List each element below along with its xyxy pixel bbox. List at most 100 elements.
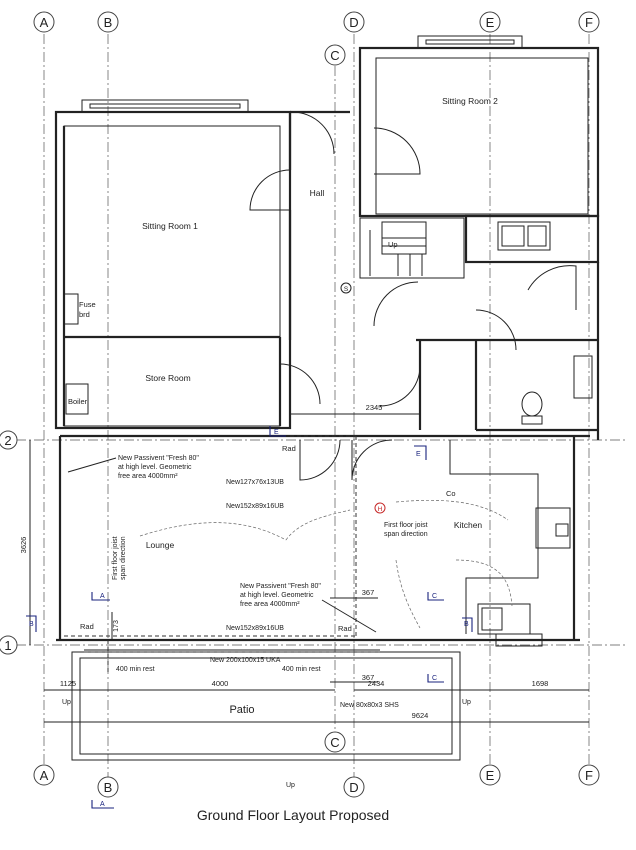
section-marker-c-kitchen: C bbox=[427, 592, 444, 601]
beam-lines bbox=[64, 435, 380, 672]
dim-4000: 4000 bbox=[212, 679, 229, 688]
grid-bubble-a-bottom: A bbox=[33, 764, 55, 786]
grid-lines bbox=[16, 34, 626, 778]
dim-2434: 2434 bbox=[368, 679, 385, 688]
grid-label-e-bottom: E bbox=[486, 768, 495, 783]
section-marker-e-upper: E bbox=[269, 426, 286, 437]
section-label-b-left: B bbox=[29, 621, 34, 628]
section-marker-a-bottom: A bbox=[91, 800, 114, 809]
dim-367-upper: 367 bbox=[362, 588, 375, 597]
section-label-b-kitchen: B bbox=[464, 621, 469, 628]
label-joist-lounge: First floor joist span direction bbox=[112, 536, 127, 580]
label-co: Co bbox=[446, 489, 456, 498]
section-marker-c-patio: C bbox=[427, 674, 444, 683]
dim-3626: 3626 bbox=[19, 537, 28, 554]
label-passivent-2-line3: free area 4000mm² bbox=[240, 601, 300, 608]
label-s: S bbox=[344, 286, 349, 293]
dim-2345: 2345 bbox=[366, 403, 383, 412]
label-passivent-1-line2: at high level. Geometric bbox=[118, 464, 192, 471]
grid-bubble-a-top: A bbox=[33, 11, 55, 33]
grid-label-b-top: B bbox=[104, 15, 113, 30]
room-label-store-room: Store Room bbox=[145, 373, 190, 383]
grid-label-f-bottom: F bbox=[585, 768, 593, 783]
grid-label-e-top: E bbox=[486, 15, 495, 30]
label-joist-lounge-2: span direction bbox=[120, 536, 127, 580]
label-passivent-2-line2: at high level. Geometric bbox=[240, 592, 314, 599]
label-h: H bbox=[378, 506, 383, 513]
section-label-c-kitchen: C bbox=[432, 593, 437, 600]
label-rad-upper: Rad bbox=[282, 444, 296, 453]
dim-9624: 9624 bbox=[412, 711, 429, 720]
section-label-c-patio: C bbox=[432, 675, 437, 682]
label-boiler: Boiler bbox=[68, 397, 88, 406]
label-fuse: Fuse bbox=[79, 300, 96, 309]
grid-label-2: 2 bbox=[4, 433, 11, 448]
drawing-title: Ground Floor Layout Proposed bbox=[197, 807, 389, 823]
section-label-e-upper: E bbox=[274, 429, 279, 436]
section-marker-a-lounge: A bbox=[91, 592, 110, 601]
section-marker-b-kitchen: B bbox=[462, 617, 473, 632]
grid-bubble-e-top: E bbox=[479, 11, 501, 33]
section-marker-b-left: B bbox=[26, 615, 37, 632]
label-joist-lounge-1: First floor joist bbox=[112, 536, 119, 580]
grid-bubble-f-bottom: F bbox=[578, 764, 600, 786]
label-passivent-2-line1: New Passivent "Fresh 80" bbox=[240, 583, 321, 590]
label-beam-127: New127x76x13UB bbox=[226, 479, 284, 486]
section-label-a-bottom: A bbox=[100, 801, 105, 808]
grid-bubble-f-top: F bbox=[578, 11, 600, 33]
label-beam-200: New 200x100x15 UKA bbox=[210, 657, 281, 664]
label-joist-kitchen-1: First floor joist bbox=[384, 522, 428, 529]
s-marker: S bbox=[340, 282, 352, 294]
dim-1125: 1125 bbox=[60, 679, 76, 688]
dim-1698: 1698 bbox=[532, 679, 549, 688]
grid-label-a-bottom: A bbox=[40, 768, 49, 783]
grid-label-d-bottom: D bbox=[349, 780, 358, 795]
label-joist-kitchen-2: span direction bbox=[384, 531, 428, 538]
label-stairs-up: Up bbox=[388, 240, 398, 249]
label-min-rest-2: 400 min rest bbox=[282, 666, 321, 673]
label-up-bottom: Up bbox=[286, 782, 295, 789]
label-up-left: Up bbox=[62, 699, 71, 706]
grid-label-c-top: C bbox=[330, 48, 339, 63]
dimension-lines bbox=[29, 413, 589, 723]
grid-label-f-top: F bbox=[585, 15, 593, 30]
label-beam-152-a: New152x89x16UB bbox=[226, 503, 284, 510]
grid-label-d-top: D bbox=[349, 15, 358, 30]
label-passivent-1-line1: New Passivent "Fresh 80" bbox=[118, 455, 199, 462]
room-label-sitting-room-2: Sitting Room 2 bbox=[442, 96, 498, 106]
section-label-a-lounge: A bbox=[100, 593, 105, 600]
grid-label-1: 1 bbox=[4, 638, 11, 653]
grid-label-c-bottom: C bbox=[330, 735, 339, 750]
label-rad-lower-left: Rad bbox=[80, 622, 94, 631]
grid-bubble-c-top: C bbox=[324, 44, 346, 66]
grid-bubble-c-bottom: C bbox=[324, 731, 346, 753]
h-marker: H bbox=[374, 502, 386, 514]
electrical-runs bbox=[139, 499, 513, 629]
room-label-lounge: Lounge bbox=[146, 540, 175, 550]
room-label-sitting-room-1: Sitting Room 1 bbox=[142, 221, 198, 231]
grid-bubble-d-bottom: D bbox=[343, 776, 365, 798]
dim-367-lower: 367 bbox=[362, 673, 375, 682]
room-label-patio: Patio bbox=[229, 704, 254, 716]
section-marker-e-kitchen: E bbox=[414, 445, 427, 460]
grid-bubble-e-bottom: E bbox=[479, 764, 501, 786]
grid-bubble-1: 1 bbox=[0, 635, 18, 655]
grid-label-b-bottom: B bbox=[104, 780, 113, 795]
label-brd: brd bbox=[79, 310, 90, 319]
label-shs: New 80x80x3 SHS bbox=[340, 702, 399, 709]
label-min-rest-1: 400 min rest bbox=[116, 666, 155, 673]
label-beam-152-b: New152x89x16UB bbox=[226, 625, 284, 632]
grid-label-a-top: A bbox=[40, 15, 49, 30]
room-label-kitchen: Kitchen bbox=[454, 520, 483, 530]
room-label-hall: Hall bbox=[310, 188, 325, 198]
grid-bubble-b-bottom: B bbox=[97, 776, 119, 798]
label-rad-lower-right: Rad bbox=[338, 624, 352, 633]
grid-bubble-d-top: D bbox=[343, 11, 365, 33]
grid-bubble-2: 2 bbox=[0, 430, 18, 450]
section-label-e-kitchen: E bbox=[416, 451, 421, 458]
label-up-right: Up bbox=[462, 699, 471, 706]
dim-173: 173 bbox=[113, 620, 120, 632]
grid-bubble-b-top: B bbox=[97, 11, 119, 33]
label-passivent-1-line3: free area 4000mm² bbox=[118, 473, 178, 480]
